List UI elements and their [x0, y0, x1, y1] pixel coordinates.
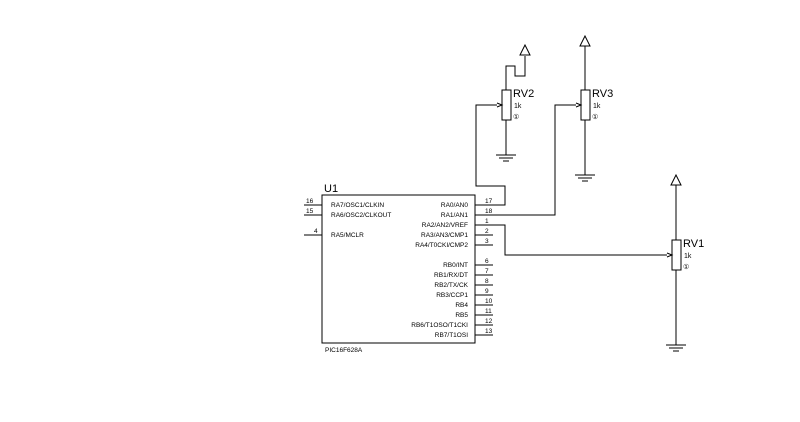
pin-label-ra2: RA2/AN2/VREF	[422, 222, 468, 229]
pin-label-ra3: RA3/AN3/CMP1	[421, 232, 468, 239]
pin-label-rb3: RB3/CCP1	[436, 292, 468, 299]
pin-label-ra4: RA4/T0CKI/CMP2	[415, 242, 468, 249]
rv3-marker-label: ①	[592, 113, 598, 121]
pin-label-ra1: RA1/AN1	[441, 212, 468, 219]
pin-num-10: 10	[485, 298, 493, 305]
pin-label-rb1: RB1/RX/DT	[434, 272, 468, 279]
rv3-ground-icon	[575, 174, 595, 182]
pin-num-1: 1	[485, 218, 489, 225]
ic-u1[interactable]: U1 PIC16F628A 16 15 4 RA7/OSC1/CLKIN RA6…	[304, 183, 493, 354]
pin-num-9: 9	[485, 288, 489, 295]
pin-label-rb2: RB2/TX/CK	[434, 282, 468, 289]
pin-num-3: 3	[485, 238, 489, 245]
rv2-supply-wire	[505, 56, 526, 90]
pin-num-4: 4	[314, 228, 318, 235]
pin-num-8: 8	[485, 278, 489, 285]
rv3-wiper-arrow-icon	[575, 102, 583, 108]
potentiometer-rv2[interactable]: RV2 1k ①	[496, 43, 534, 162]
pin-num-17: 17	[485, 198, 493, 205]
rv3-power-arrow-icon	[579, 34, 591, 47]
pin-label-ra6: RA6/OSC2/CLKOUT	[331, 212, 391, 219]
wire-ra1-to-rv3[interactable]	[493, 104, 576, 216]
rv2-body	[501, 89, 512, 121]
pin-num-15: 15	[306, 208, 314, 215]
pin-num-7: 7	[485, 268, 489, 275]
rv3-body	[580, 89, 591, 121]
rv1-marker-label: ①	[683, 263, 689, 271]
pin-label-ra5: RA5/MCLR	[331, 232, 364, 239]
ic-part-label: PIC16F628A	[325, 347, 363, 354]
pin-num-12: 12	[485, 318, 493, 325]
pin-num-18: 18	[485, 208, 493, 215]
pin-num-2: 2	[485, 228, 489, 235]
ic-ref-label: U1	[324, 183, 338, 195]
potentiometer-rv3[interactable]: RV3 1k ①	[575, 34, 613, 182]
pin-label-rb6: RB6/T1OSO/T1CKI	[411, 322, 468, 329]
rv1-value-label: 1k	[684, 253, 692, 260]
pin-label-rb7: RB7/T1OSI	[435, 332, 468, 339]
rv1-wiper-arrow-icon	[666, 252, 674, 258]
rv2-ground-icon	[496, 154, 516, 162]
pin-num-16: 16	[306, 198, 314, 205]
wire-ra2-to-rv1[interactable]	[493, 224, 667, 256]
pin-label-ra0: RA0/AN0	[441, 202, 468, 209]
pin-num-11: 11	[485, 308, 492, 315]
pin-label-rb0: RB0/INT	[443, 262, 468, 269]
rv1-ground-icon	[666, 344, 686, 352]
rv3-ref-label: RV3	[592, 88, 613, 100]
potentiometer-rv1[interactable]: RV1 1k ①	[666, 173, 704, 352]
wire-ra0-to-rv2[interactable]	[475, 104, 506, 206]
rv1-power-arrow-icon	[670, 173, 682, 186]
rv2-power-arrow-icon	[519, 43, 531, 56]
rv1-body	[671, 239, 682, 271]
rv2-marker-label: ①	[513, 113, 519, 121]
rv2-value-label: 1k	[514, 103, 522, 110]
rv2-ref-label: RV2	[513, 88, 534, 100]
rv1-ref-label: RV1	[683, 238, 704, 250]
rv2-wiper-arrow-icon	[496, 102, 504, 108]
ic-body	[321, 194, 476, 344]
pin-num-6: 6	[485, 258, 489, 265]
pin-label-ra7: RA7/OSC1/CLKIN	[331, 202, 384, 209]
rv3-value-label: 1k	[593, 103, 601, 110]
pin-label-rb4: RB4	[455, 302, 468, 309]
pin-num-13: 13	[485, 328, 493, 335]
pin-label-rb5: RB5	[455, 312, 468, 319]
